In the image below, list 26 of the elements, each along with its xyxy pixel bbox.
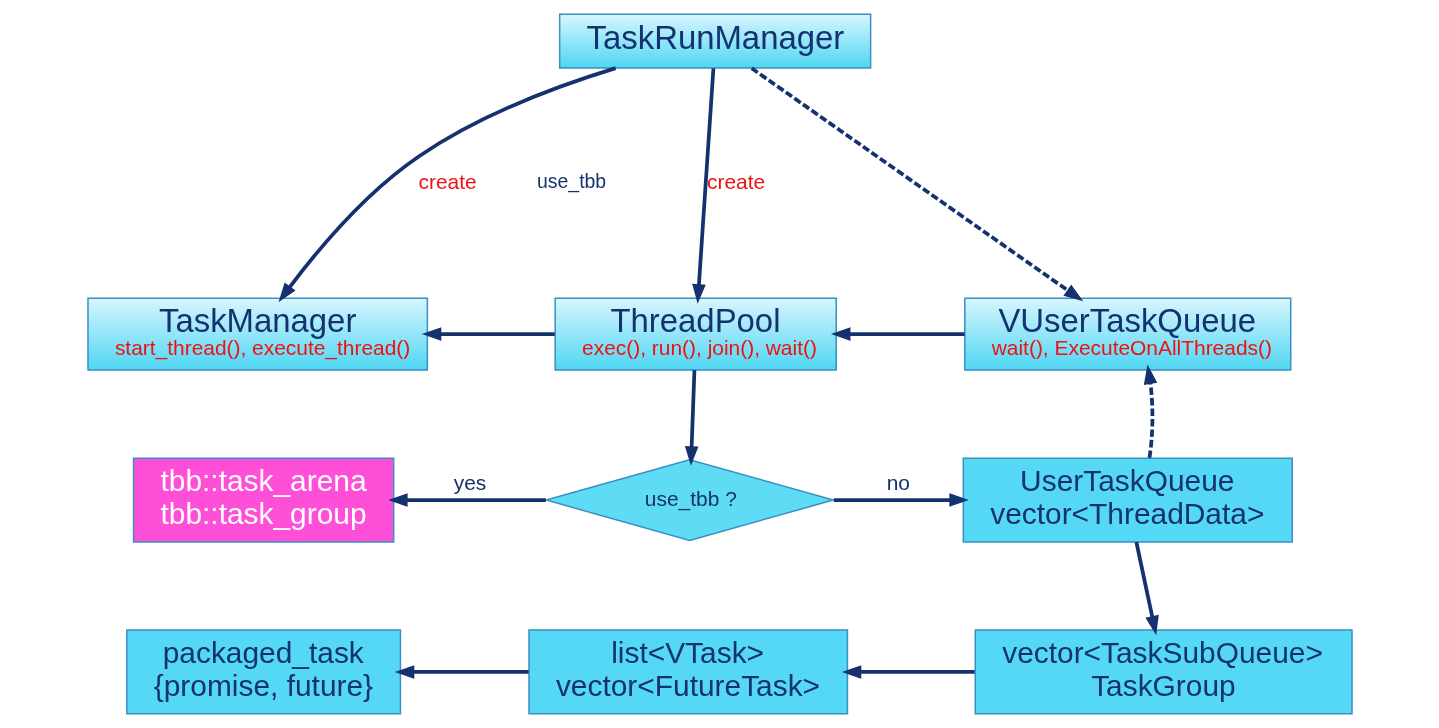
node-box: TaskManager start_thread(), execute_thread() (86, 297, 428, 371)
arrow (833, 493, 969, 507)
label: use_tbb (536, 170, 606, 193)
node-box: list<VTask> vector<FutureTask> (527, 629, 848, 715)
node-box: vector<TaskSubQueue> TaskGroup (974, 629, 1353, 715)
arrow (421, 327, 555, 341)
arrow (684, 370, 698, 466)
arrow (1143, 364, 1157, 458)
arrow (278, 66, 616, 303)
node-box: packaged_task {promise, future} (125, 629, 401, 715)
edge-label: yes (453, 470, 486, 494)
node-box: TaskRunManager (558, 13, 871, 69)
arrow (750, 66, 1083, 302)
node-box: UserTaskQueue vector<ThreadData> (962, 457, 1293, 543)
arrow (387, 493, 546, 507)
arrow (394, 665, 529, 679)
node-box: ThreadPool exec(), run(), join(), wait() (553, 297, 837, 371)
node-box: tbb::task_arena tbb::task_group (132, 457, 394, 543)
arrow (1134, 541, 1159, 636)
edge-label: no (886, 470, 910, 494)
arrow (691, 68, 715, 304)
edge-label: create (706, 169, 765, 193)
edge-label: create (417, 169, 477, 193)
arrow (841, 665, 975, 679)
node-box: VUserTaskQueue wait(), ExecuteOnAllThreads() (963, 297, 1291, 371)
arrow (830, 327, 965, 341)
